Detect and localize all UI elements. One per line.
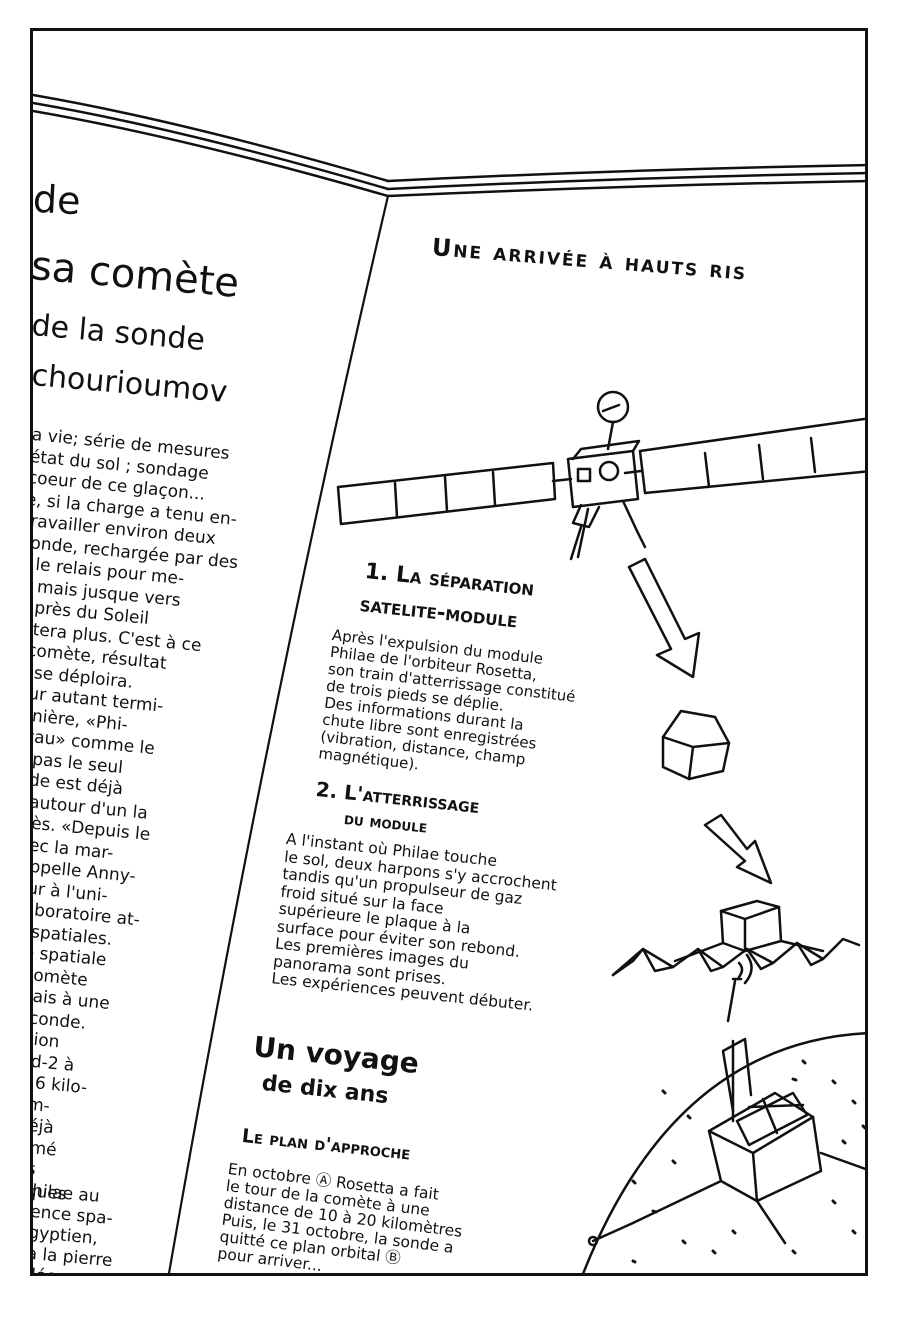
rosetta-satellite-drawing bbox=[336, 390, 865, 561]
landing-module-drawing bbox=[611, 899, 861, 977]
descent-arrow-lower bbox=[703, 813, 773, 885]
left-title-line-1: de bbox=[31, 176, 82, 224]
magazine-top-edge bbox=[33, 93, 865, 198]
descent-arrow-upper bbox=[627, 557, 701, 679]
comic-panel: de sa comète de la sonde chourioumov a v… bbox=[30, 28, 868, 1276]
falling-module-drawing bbox=[661, 709, 731, 781]
comet-surface-drawing bbox=[582, 953, 865, 1273]
line-art bbox=[33, 93, 865, 1273]
magazine-spine bbox=[167, 194, 390, 1273]
